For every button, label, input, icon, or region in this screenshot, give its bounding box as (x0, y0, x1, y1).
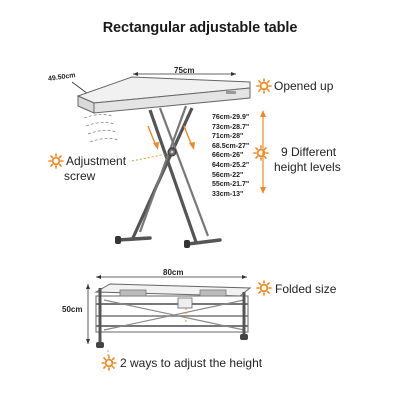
height-level: 71cm-28" (212, 133, 244, 141)
folded-width-label: 80cm (163, 268, 184, 277)
orange-sun-icon (256, 78, 272, 94)
orange-sun-icon (256, 280, 272, 296)
height-level: 56cm-22" (212, 171, 244, 179)
height-level: 68.5cm-27" (212, 142, 250, 150)
feature-two-ways-adjust: 2 ways to adjust the height (120, 356, 263, 370)
feature-adjustment-screw-line2: screw (64, 169, 96, 183)
folded-table-drawing (86, 275, 252, 356)
feature-folded-size: Folded size (275, 282, 337, 296)
orange-sun-icon (253, 145, 269, 161)
height-level: 33cm-13" (212, 190, 244, 198)
feature-height-levels-line2: height levels (274, 160, 341, 174)
height-level: 55cm-21.7" (212, 181, 250, 189)
height-level: 76cm-29.9" (212, 114, 250, 121)
width-dimension-label: 75cm (174, 66, 195, 75)
folded-height-label: 50cm (62, 305, 83, 314)
page-title: Rectangular adjustable table (102, 20, 298, 36)
orange-sun-icon (101, 355, 117, 371)
height-level: 66cm-26" (212, 152, 244, 160)
feature-height-levels-line1: 9 Different (281, 145, 337, 159)
feature-adjustment-screw-line1: Adjustment (66, 154, 127, 168)
orange-sun-icon (48, 153, 64, 169)
height-level: 64cm-25.2" (212, 161, 250, 169)
height-level: 73cm-28.7" (212, 123, 250, 131)
height-levels-list: 76cm-29.9" 73cm-28.7" 71cm-28" 68.5cm-27… (212, 113, 249, 199)
feature-opened-up: Opened up (274, 79, 334, 93)
open-table-drawing (71, 72, 266, 248)
